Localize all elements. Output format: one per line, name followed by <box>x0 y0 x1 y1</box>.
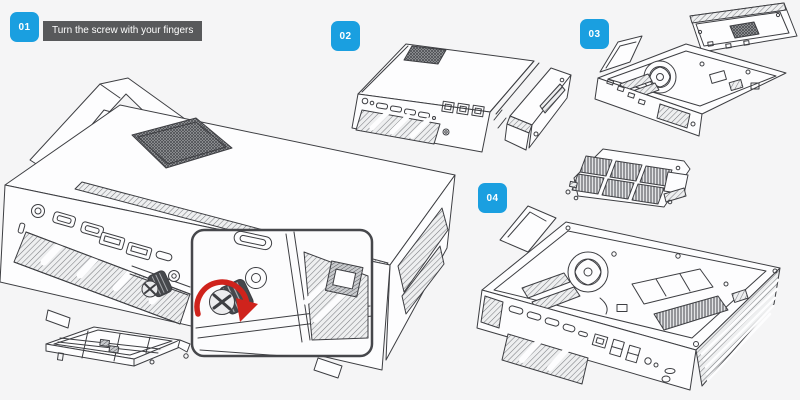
heatsink-module-removed <box>565 148 691 208</box>
usb-port <box>125 241 153 261</box>
magnifier-inset <box>190 228 374 358</box>
ethernet-port-magnified <box>324 260 364 298</box>
illustration-step-01 <box>0 77 456 379</box>
rotation-arrow-icon <box>194 279 258 322</box>
port-row <box>361 97 485 120</box>
step-02-number: 02 <box>339 30 352 42</box>
step-01-instruction-label: Turn the screw with your fingers <box>43 21 203 41</box>
usb-c-port-magnified <box>233 230 273 251</box>
step-04-badge: 04 <box>478 183 507 213</box>
open-chassis <box>476 205 781 391</box>
illustration-step-03 <box>594 2 798 137</box>
port-row <box>508 305 676 374</box>
mesh-vent <box>403 45 447 65</box>
drive-bay <box>631 268 714 305</box>
illustration-step-02 <box>351 43 572 153</box>
step-01-number: 01 <box>18 21 31 33</box>
open-chassis <box>594 35 787 137</box>
internal-heatsink <box>653 295 729 331</box>
removed-tray <box>45 326 191 367</box>
cooling-fan <box>567 251 609 293</box>
usb-c-port <box>155 250 173 262</box>
ethernet-port <box>591 333 609 349</box>
sliding-cartridge <box>493 67 572 151</box>
carry-handle <box>499 205 557 253</box>
hdmi-port <box>52 211 77 228</box>
usb-stack <box>609 338 625 358</box>
jack-magnified <box>245 267 267 289</box>
vent-grille <box>355 109 441 145</box>
top-cover-removed <box>689 2 798 53</box>
step-04-number: 04 <box>486 192 499 204</box>
usb-port <box>98 231 126 251</box>
step-02-badge: 02 <box>331 21 360 51</box>
step-03-number: 03 <box>588 28 601 40</box>
power-jack <box>31 204 45 218</box>
step-03-badge: 03 <box>580 19 609 49</box>
port-row <box>17 204 173 262</box>
thumbscrew-small <box>129 265 191 298</box>
illustration-step-04 <box>476 148 781 391</box>
usb-stack <box>625 344 641 364</box>
step-01-badge: 01 <box>10 12 39 42</box>
lock-slot <box>17 222 26 234</box>
right-end-vent <box>385 174 456 361</box>
hex-mesh-vent <box>131 117 233 169</box>
ram-module <box>521 272 571 299</box>
